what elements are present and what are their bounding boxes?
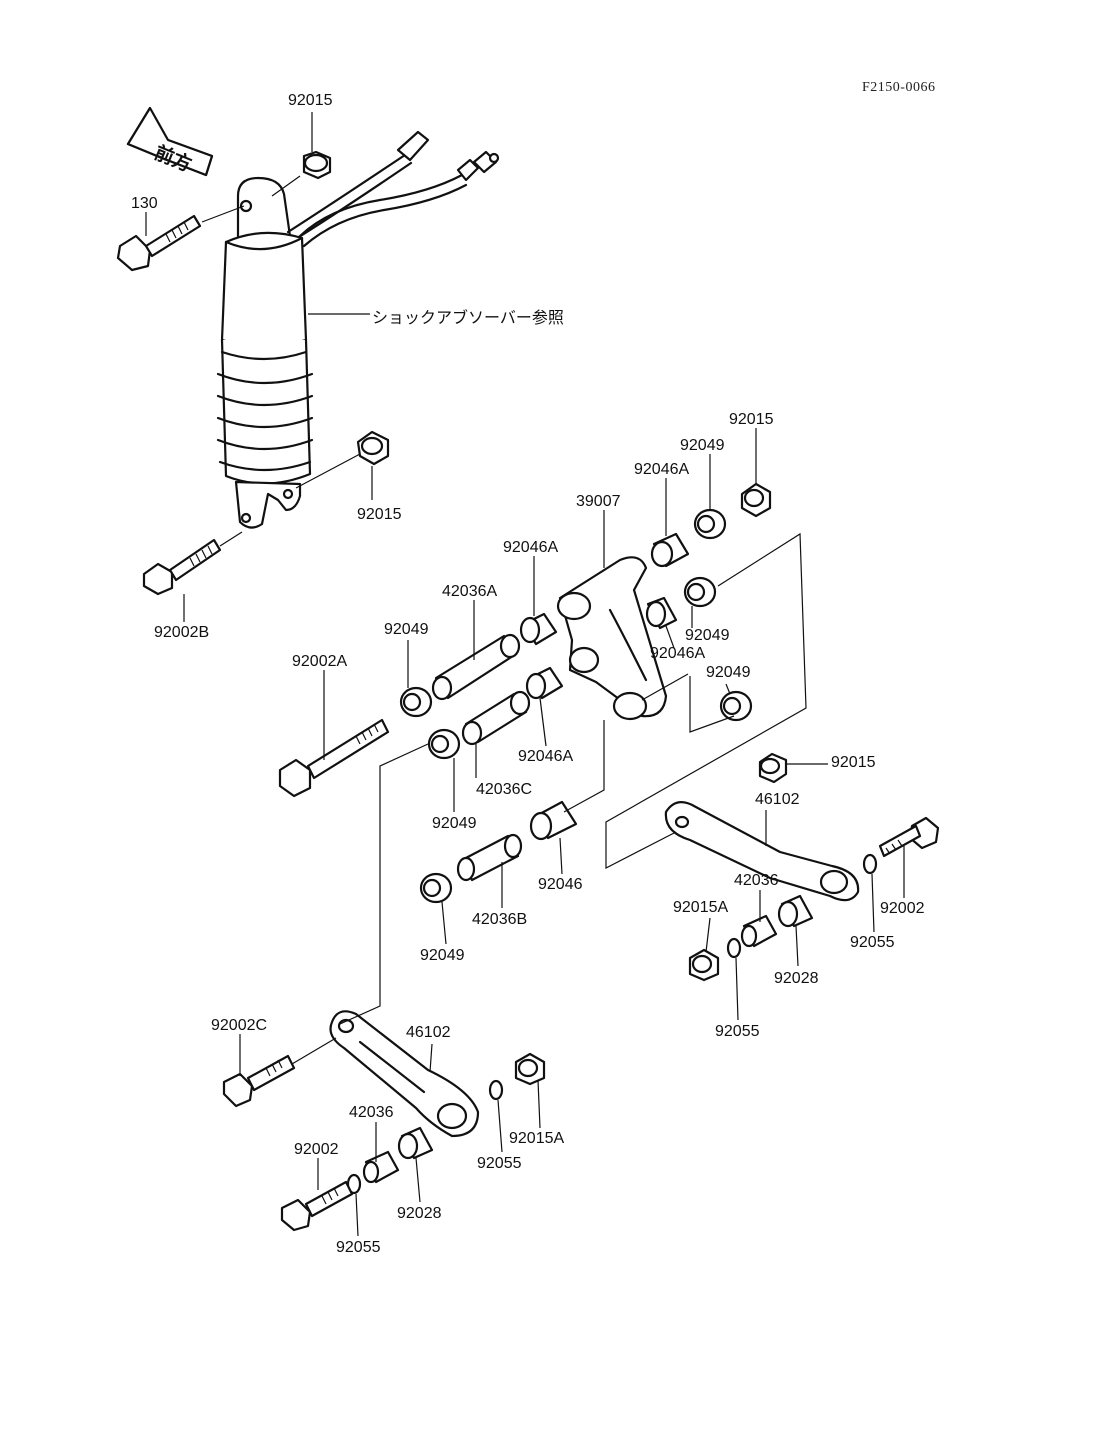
part-label: 92046	[538, 876, 583, 893]
pull-rod-46102-right	[664, 801, 860, 902]
part-label: 46102	[406, 1024, 451, 1041]
part-label: 46102	[755, 791, 800, 808]
part-label: 92002C	[211, 1017, 268, 1034]
part-label: 92046A	[518, 748, 574, 765]
shock-absorber	[216, 130, 500, 529]
part-label: 42036	[349, 1104, 394, 1121]
part-label: 42036	[734, 872, 779, 889]
part-label: 92015	[729, 411, 774, 428]
nut-92015-r4	[758, 752, 788, 784]
assembly-lines	[291, 532, 807, 1065]
front-direction-arrow	[126, 106, 214, 177]
part-label: 92055	[336, 1239, 381, 1256]
part-label: 92055	[715, 1023, 760, 1040]
bearing-92046A-l1	[519, 612, 558, 646]
part-label: 92049	[680, 437, 725, 454]
seal-92049-l2	[427, 728, 461, 760]
part-label: 92002A	[292, 653, 348, 670]
part-label: 92046A	[634, 461, 690, 478]
nut-92015A-left	[514, 1052, 546, 1086]
part-label: 92055	[477, 1155, 522, 1172]
part-label: 92015A	[673, 899, 729, 916]
part-label: 92049	[706, 664, 751, 681]
part-label: 92049	[685, 627, 730, 644]
bolt-92002-right	[878, 816, 940, 858]
oring-92055-r2	[726, 937, 742, 959]
rocker-39007	[556, 556, 668, 721]
oring-92055-r1	[862, 853, 878, 875]
part-label: 92049	[420, 947, 465, 964]
pull-rod-46102-left	[329, 1010, 480, 1138]
leader-lines	[145, 112, 905, 1237]
collar-42036A	[431, 633, 521, 701]
part-label: 92015	[357, 506, 402, 523]
part-label: 92028	[397, 1205, 442, 1222]
part-label: 42036C	[476, 781, 533, 798]
reference-code: F2150-0066	[862, 80, 936, 95]
seal-92049-mid	[683, 576, 717, 608]
part-label: 92015	[831, 754, 876, 771]
part-label: 92002	[294, 1141, 339, 1158]
part-label: 92046A	[503, 539, 559, 556]
bearing-92046A-top	[650, 532, 690, 568]
bolt-92002C	[222, 1054, 296, 1108]
nut-92015-top	[302, 150, 332, 180]
part-label: 92002	[880, 900, 925, 917]
bearing-92046A-l2	[525, 666, 564, 700]
bush-92028-right	[777, 894, 814, 928]
bolt-92002B	[142, 538, 222, 596]
seal-92049-top	[693, 508, 727, 540]
part-label: 130	[131, 195, 158, 212]
part-label: 92049	[432, 815, 477, 832]
bush-92028-left	[397, 1126, 434, 1160]
oring-92055-l1	[488, 1079, 504, 1101]
collar-42036C	[461, 690, 531, 746]
part-label: 92046A	[650, 645, 706, 662]
bearing-92046	[529, 800, 578, 841]
seal-92049-l1	[399, 686, 433, 718]
bearing-92046A-mid	[645, 596, 678, 630]
nut-92015-r1	[740, 482, 772, 518]
part-label: 92049	[384, 621, 429, 638]
nut-92015A-right	[688, 948, 720, 982]
shock-absorber-reference-note: ショックアブソーバー参照	[372, 308, 564, 327]
collar-42036-right	[740, 914, 778, 948]
part-label: 39007	[576, 493, 621, 510]
nut-92015-lower	[356, 430, 390, 466]
part-label: 92015	[288, 92, 333, 109]
seal-92049-low	[719, 690, 753, 722]
seal-92049-l3	[419, 872, 453, 904]
collar-42036-left	[362, 1150, 400, 1184]
part-label: 42036B	[472, 911, 528, 928]
bolt-92002A	[278, 718, 390, 798]
bolt-92002-left	[280, 1180, 354, 1232]
part-label: 92055	[850, 934, 895, 951]
part-label: 92002B	[154, 624, 210, 641]
collar-42036B	[456, 833, 523, 882]
part-label: 92028	[774, 970, 819, 987]
part-label: 42036A	[442, 583, 498, 600]
part-label: 92015A	[509, 1130, 565, 1147]
bolt-130	[116, 214, 202, 272]
